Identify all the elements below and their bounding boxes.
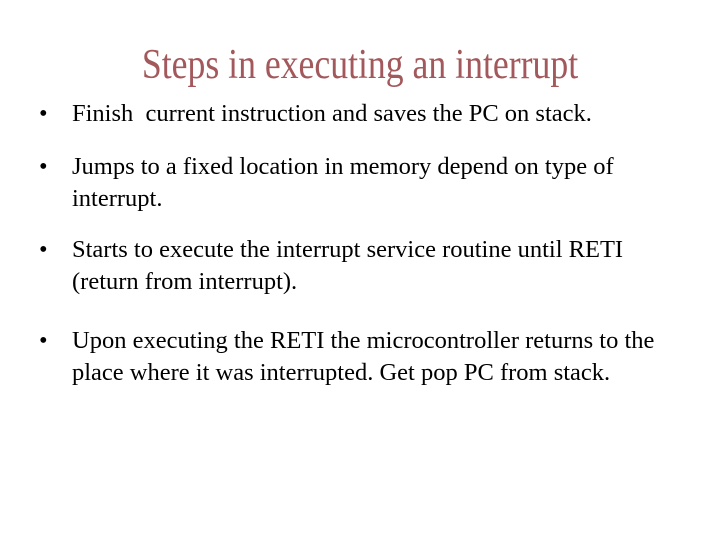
bullet-line: Jumps to a fixed location in memory depe… xyxy=(72,153,614,180)
bullet-item-1: • Finish current instruction and saves t… xyxy=(0,98,720,130)
bullet-icon: • xyxy=(39,236,48,263)
bullet-line: place where it was interrupted. Get pop … xyxy=(72,359,611,386)
bullet-item-2: • Jumps to a fixed location in memory de… xyxy=(0,151,720,215)
bullet-line: Starts to execute the interrupt service … xyxy=(72,236,624,263)
bullet-icon: • xyxy=(39,327,48,354)
bullet-line: (return from interrupt). xyxy=(72,268,298,295)
bullet-icon: • xyxy=(39,153,48,180)
bullet-line: Finish current instruction and saves the… xyxy=(72,100,592,127)
bullet-item-4: • Upon executing the RETI the microcontr… xyxy=(0,325,720,389)
bullet-icon: • xyxy=(39,100,48,127)
bullet-item-3: • Starts to execute the interrupt servic… xyxy=(0,234,720,298)
slide-title: Steps in executing an interrupt xyxy=(141,42,579,88)
bullet-line: Upon executing the RETI the microcontrol… xyxy=(72,327,655,354)
bullet-line: interrupt. xyxy=(72,185,163,212)
